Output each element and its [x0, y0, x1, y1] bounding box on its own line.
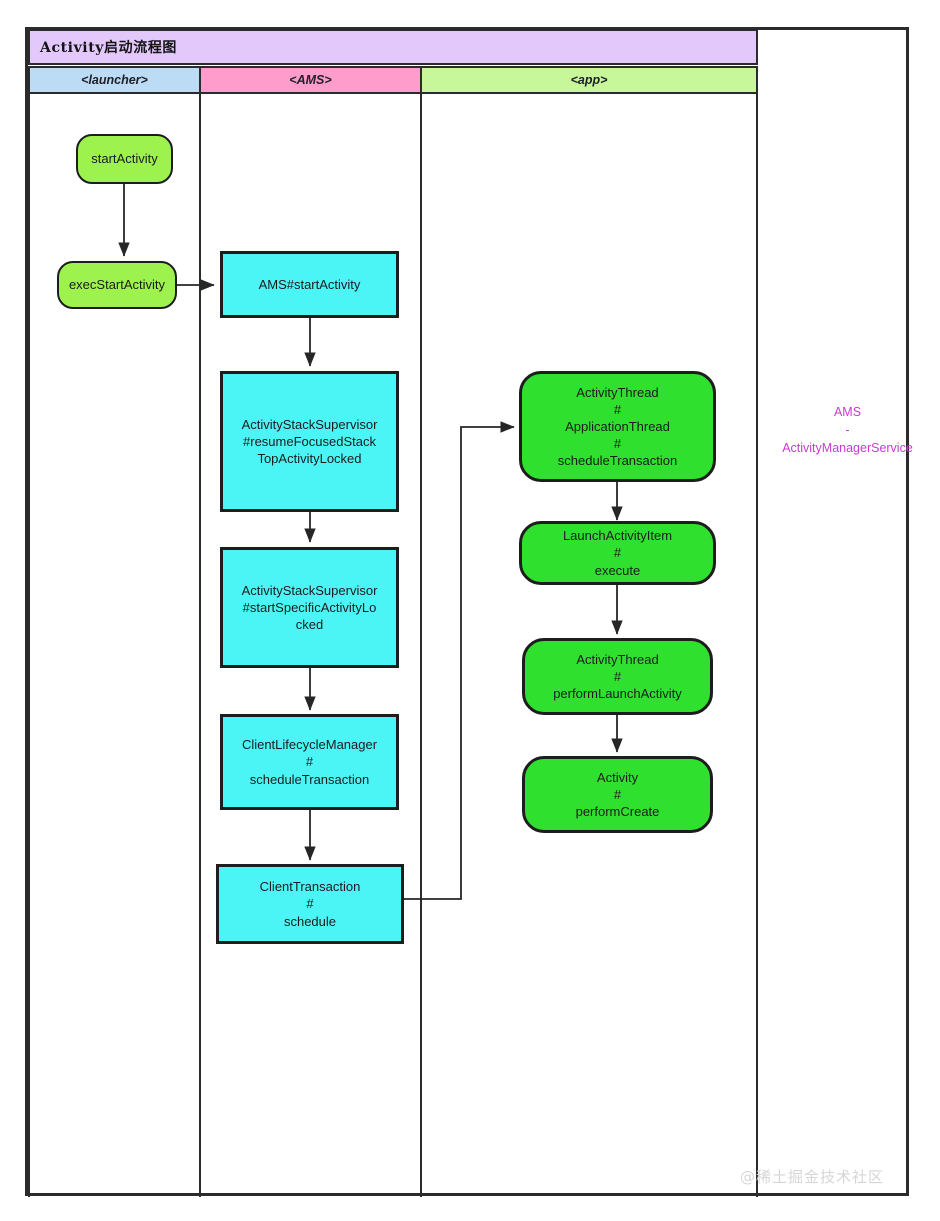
node-perform-launch-activity[interactable]: ActivityThread # performLaunchActivity [522, 638, 713, 715]
diagram-title: Activity启动流程图 [40, 40, 178, 56]
lane-body-launcher [28, 93, 201, 1197]
node-application-thread-schedule-transaction[interactable]: ActivityThread # ApplicationThread # sch… [519, 371, 716, 482]
node-client-lifecycle-manager-schedule-transaction[interactable]: ClientLifecycleManager # scheduleTransac… [220, 714, 399, 810]
node-launch-activity-item-execute-label: LaunchActivityItem # execute [562, 528, 673, 578]
node-ams-start-activity-label: AMS#startActivity [258, 276, 361, 292]
diagram-frame [25, 27, 909, 1196]
node-resume-focused-stack-top-activity-locked[interactable]: ActivityStackSupervisor #resumeFocusedSt… [220, 371, 399, 512]
node-perform-launch-activity-label: ActivityThread # performLaunchActivity [553, 651, 682, 702]
node-start-specific-activity-locked[interactable]: ActivityStackSupervisor #startSpecificAc… [220, 547, 399, 668]
lane-header-app-label: <app> [570, 73, 608, 87]
node-start-activity[interactable]: startActivity [76, 134, 173, 184]
lane-header-launcher: <launcher> [28, 66, 201, 94]
lane-header-launcher-label: <launcher> [81, 73, 148, 87]
node-client-lifecycle-manager-schedule-transaction-label: ClientLifecycleManager # scheduleTransac… [241, 737, 378, 787]
node-client-transaction-schedule[interactable]: ClientTransaction # schedule [216, 864, 404, 944]
node-application-thread-schedule-transaction-label: ActivityThread # ApplicationThread # sch… [557, 384, 678, 469]
watermark: @稀土掘金技术社区 [740, 1166, 884, 1187]
lane-header-ams: <AMS> [199, 66, 422, 94]
watermark-text: @稀土掘金技术社区 [740, 1168, 885, 1186]
node-client-transaction-schedule-label: ClientTransaction # schedule [259, 879, 361, 929]
node-start-specific-activity-locked-label: ActivityStackSupervisor #startSpecificAc… [241, 582, 378, 633]
node-start-activity-label: startActivity [91, 151, 158, 167]
legend-ams-abbreviation: AMS - ActivityManagerService [760, 385, 935, 458]
node-exec-start-activity[interactable]: execStartActivity [57, 261, 177, 309]
node-activity-perform-create-label: Activity # performCreate [575, 769, 660, 820]
lane-header-ams-label: <AMS> [289, 73, 332, 87]
node-activity-perform-create[interactable]: Activity # performCreate [522, 756, 713, 833]
diagram-title-bar: Activity启动流程图 [28, 29, 758, 65]
node-resume-focused-stack-top-activity-locked-label: ActivityStackSupervisor #resumeFocusedSt… [241, 416, 378, 467]
node-exec-start-activity-label: execStartActivity [68, 277, 166, 293]
legend-ams-abbreviation-text: AMS - ActivityManagerService [782, 405, 913, 456]
lane-header-app: <app> [420, 66, 758, 94]
node-ams-start-activity[interactable]: AMS#startActivity [220, 251, 399, 318]
node-launch-activity-item-execute[interactable]: LaunchActivityItem # execute [519, 521, 716, 585]
